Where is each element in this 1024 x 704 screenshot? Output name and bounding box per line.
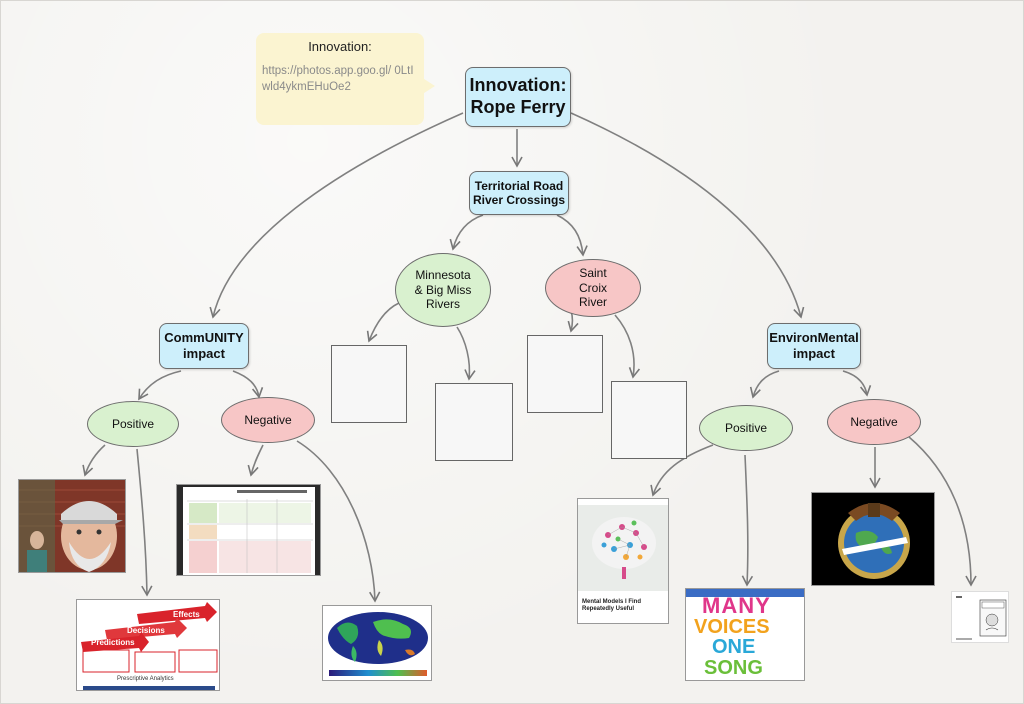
cartoon-art xyxy=(956,596,1007,640)
placeholder-box-1[interactable] xyxy=(331,345,407,423)
link-territorial-minnesota xyxy=(449,214,484,251)
brain-network-art xyxy=(578,505,668,591)
node-environmental-label: EnvironMental impact xyxy=(769,330,859,361)
poster-top-bar xyxy=(686,589,804,597)
node-territorial[interactable]: Territorial Road River Crossings xyxy=(469,171,569,215)
note-pointer xyxy=(421,77,435,95)
placeholder-box-3[interactable] xyxy=(527,335,603,413)
link-minnesota-box2 xyxy=(456,326,476,381)
poster-word-2: VOICES xyxy=(694,616,770,638)
poster-word-4: SONG xyxy=(704,657,763,679)
node-minnesota[interactable]: Minnesota & Big Miss Rivers xyxy=(395,253,491,327)
node-community-negative-label: Negative xyxy=(244,412,292,427)
node-root-label: Innovation: Rope Ferry xyxy=(469,75,567,117)
node-community-negative[interactable]: Negative xyxy=(221,397,315,443)
link-root-community xyxy=(209,112,464,319)
poster-word-1: MANY xyxy=(702,593,771,618)
node-root[interactable]: Innovation: Rope Ferry xyxy=(465,67,571,127)
node-community-positive[interactable]: Positive xyxy=(87,401,179,447)
cartoon-page[interactable] xyxy=(951,591,1009,643)
link-saintcroix-box4 xyxy=(614,314,641,379)
node-community[interactable]: CommUNITY impact xyxy=(159,323,249,369)
slide-predictions-label: Predictions xyxy=(91,638,135,647)
world-map-art xyxy=(328,612,428,676)
world-map[interactable] xyxy=(322,605,432,681)
emblem-art xyxy=(838,503,910,579)
link-positive-photo xyxy=(82,444,106,477)
node-env-negative-label: Negative xyxy=(850,414,898,429)
selfie-photo[interactable] xyxy=(18,479,126,573)
placeholder-box-2[interactable] xyxy=(435,383,513,461)
link-positive-slide xyxy=(136,448,153,597)
slide-decisions-label: Decisions xyxy=(127,626,165,635)
node-env-positive-label: Positive xyxy=(724,420,768,435)
node-territorial-label: Territorial Road River Crossings xyxy=(472,178,566,207)
link-community-negative xyxy=(232,370,264,399)
table-document[interactable] xyxy=(176,484,321,576)
mental-models-article[interactable]: Mental Models I Find Repeatedly Useful xyxy=(577,498,669,624)
node-environmental[interactable]: EnvironMental impact xyxy=(767,323,861,369)
table-document-art xyxy=(183,487,315,575)
link-root-environmental xyxy=(570,112,805,319)
node-saint-croix-label: Saint Croix River xyxy=(578,266,607,310)
slide-footer-label: Prescriptive Analytics xyxy=(117,676,174,682)
selfie-photo-art xyxy=(19,480,125,572)
node-minnesota-label: Minnesota & Big Miss Rivers xyxy=(414,268,472,312)
many-voices-poster[interactable]: MANY VOICES ONE SONG xyxy=(685,588,805,681)
node-env-negative[interactable]: Negative xyxy=(827,399,921,445)
slide-effects-label: Effects xyxy=(173,610,200,619)
note-title: Innovation: xyxy=(308,39,372,54)
link-environmental-positive xyxy=(749,370,780,399)
node-env-positive[interactable]: Positive xyxy=(699,405,793,451)
link-environmental-negative xyxy=(842,370,872,397)
link-negative-map xyxy=(296,440,381,603)
note-link[interactable]: https://photos.app.goo.gl/ 0LtIwld4ykmEH… xyxy=(262,65,414,93)
analytics-slide-art xyxy=(81,602,218,690)
analytics-slide[interactable]: Effects Decisions Predictions Prescripti… xyxy=(76,599,220,691)
link-minnesota-box1 xyxy=(366,302,400,343)
poster-word-3: ONE xyxy=(712,636,756,658)
brain-article-title: Mental Models I Find Repeatedly Useful xyxy=(582,599,642,612)
link-envpos-manyvoices xyxy=(741,454,754,587)
link-negative-table xyxy=(247,444,264,477)
innovation-note[interactable]: Innovation: https://photos.app.goo.gl/ 0… xyxy=(256,33,424,125)
link-territorial-saintcroix xyxy=(556,214,588,257)
emblem-photo[interactable] xyxy=(811,492,935,586)
placeholder-box-4[interactable] xyxy=(611,381,687,459)
link-community-positive xyxy=(138,370,182,401)
node-community-label: CommUNITY impact xyxy=(164,330,244,361)
node-saint-croix[interactable]: Saint Croix River xyxy=(545,259,641,317)
node-community-positive-label: Positive xyxy=(111,416,155,431)
link-envneg-cartoon xyxy=(908,436,977,587)
link-envpos-brain xyxy=(650,444,714,497)
